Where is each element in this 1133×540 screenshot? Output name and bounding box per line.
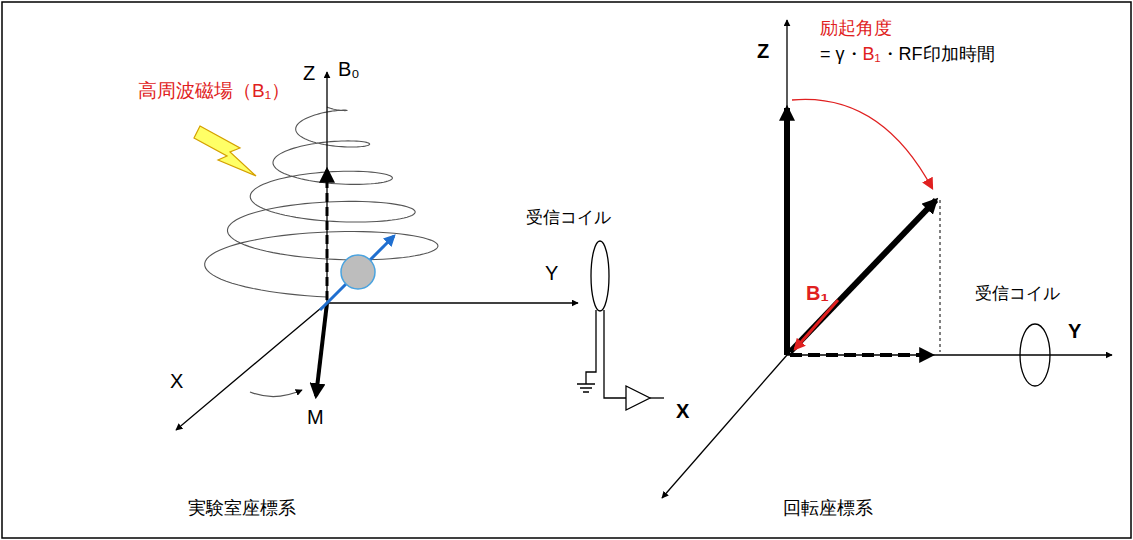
projection-line — [940, 200, 941, 352]
formula-part: ・RF印加時間 — [881, 44, 995, 65]
transverse-component — [790, 353, 932, 357]
magnetization-arrow — [316, 303, 327, 396]
coil-label: 受信コイル — [526, 208, 611, 228]
tipped-magnetization — [790, 200, 936, 352]
rotation-arrow — [250, 390, 302, 397]
b1-label: B₁ — [806, 282, 829, 305]
axis-label: Z — [757, 40, 769, 63]
lightning-bolt — [194, 126, 256, 176]
spiral-path — [205, 107, 438, 297]
coil-leads — [586, 310, 626, 398]
formula-part: B₁ — [863, 44, 881, 65]
axis-label: Z — [303, 62, 315, 85]
axis-label: Y — [545, 262, 558, 285]
b0-dashed-arrow — [326, 170, 329, 300]
panel-caption: 実験室座標系 — [188, 498, 296, 519]
initial-magnetization — [784, 108, 790, 355]
b1-arrow — [795, 300, 838, 349]
formula-part: = γ・ — [820, 44, 863, 65]
coil-label: 受信コイル — [975, 284, 1060, 304]
receive-coil — [591, 241, 609, 311]
axis-label: X — [676, 400, 689, 423]
spin-arrow — [320, 236, 394, 310]
z-axis — [786, 20, 787, 355]
receive-coil — [1020, 324, 1050, 386]
amp-output — [650, 397, 664, 398]
nucleus — [341, 255, 375, 289]
amplifier — [626, 386, 650, 410]
panel-caption: 回転座標系 — [783, 498, 873, 519]
flip-arrow — [792, 99, 932, 188]
rf-field-label: 高周波磁場（B₁） — [138, 80, 290, 102]
ground-symbol — [577, 384, 595, 392]
x-axis — [176, 303, 327, 430]
y-axis — [787, 354, 1112, 355]
axis-label: Y — [1068, 320, 1081, 343]
z-axis — [326, 72, 327, 303]
axis-label: X — [170, 370, 183, 393]
field-label: B₀ — [338, 58, 360, 81]
angle-label: 励起角度 — [820, 18, 892, 39]
y-axis — [327, 302, 578, 303]
magnetization-label: M — [307, 406, 324, 429]
x-axis — [662, 355, 787, 498]
precession-spiral — [205, 107, 438, 297]
